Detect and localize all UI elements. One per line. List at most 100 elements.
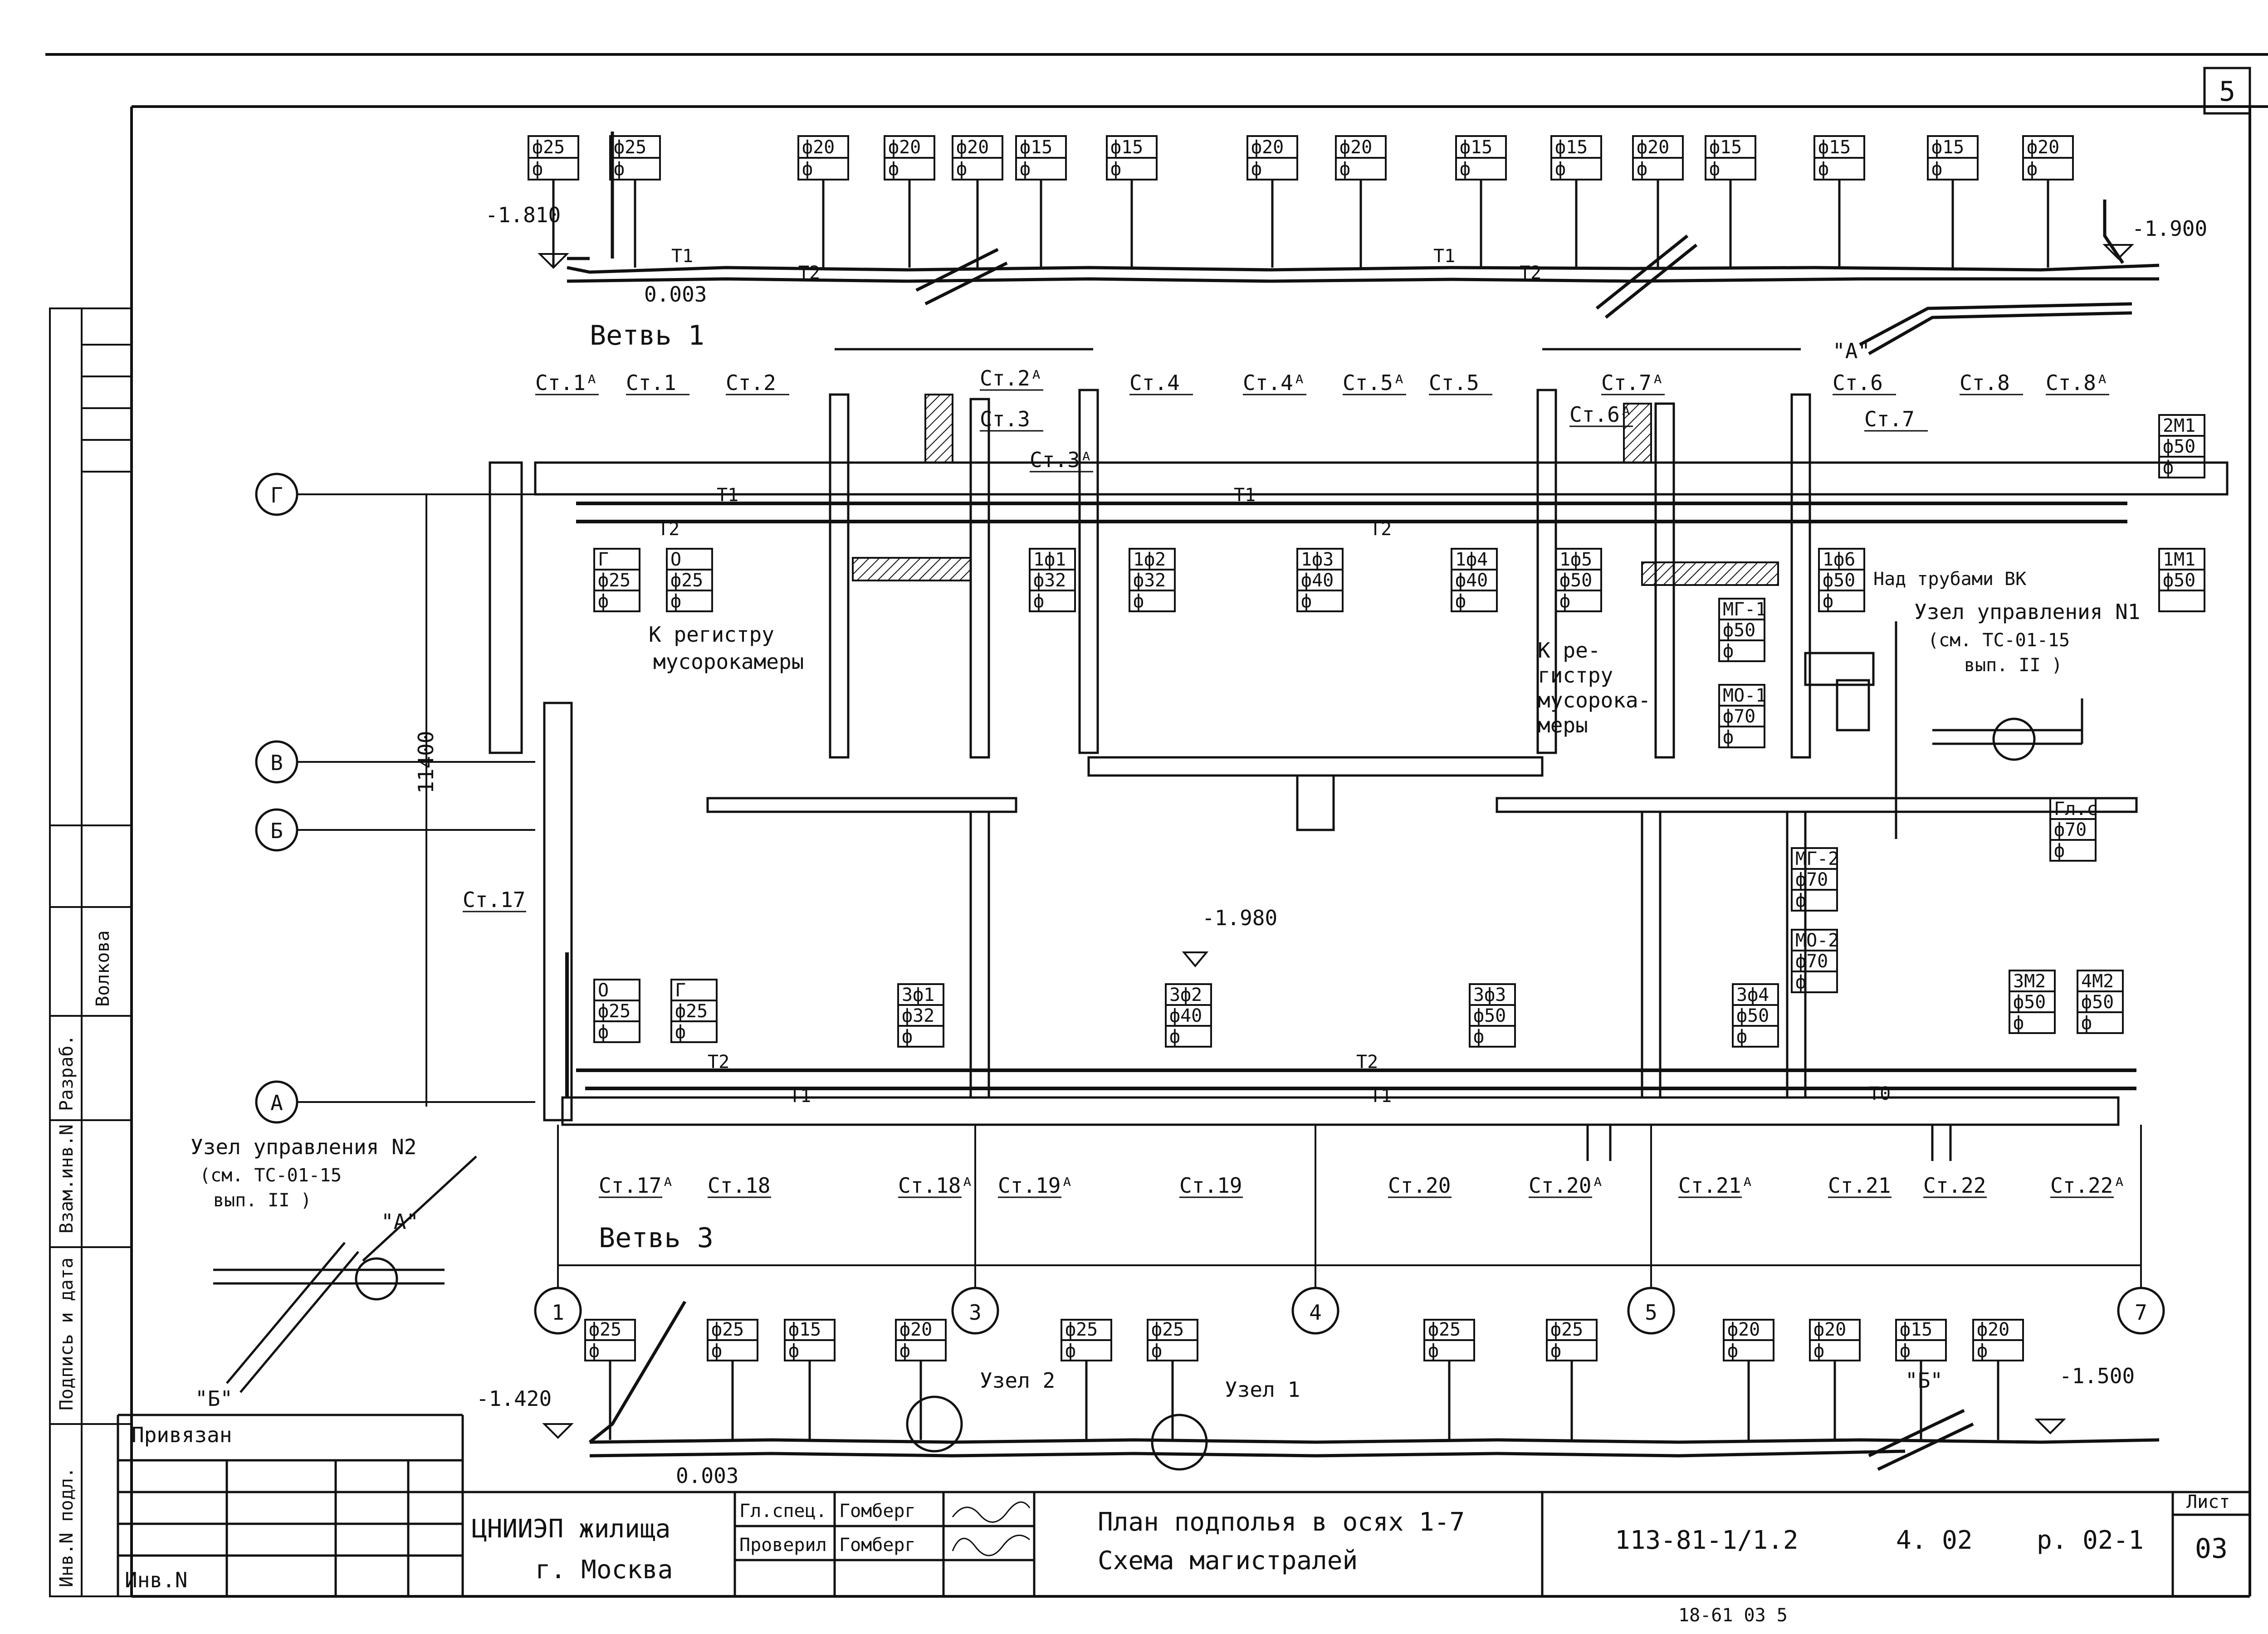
lower-tag-3-top: 3ф1 <box>902 985 934 1005</box>
upper-riser-11: Ст.7ᴬ <box>1601 371 1665 395</box>
right-tag-1-mid: ф50 <box>1723 620 1755 641</box>
top-riser-tag-13-phi: ф <box>1709 159 1720 180</box>
lower-tag-1-bot: ф <box>598 1022 609 1043</box>
upper-tag-9-top: 2М1 <box>2163 415 2195 436</box>
right-tag-2-bot: ф <box>1723 727 1734 748</box>
upper-riser-label-6: Ст.3ᴬ <box>1030 448 1092 472</box>
upper-tag-6-bot: ф <box>1455 591 1466 612</box>
axis-row-3: Б <box>255 808 535 852</box>
node1-ref2: вып. II ) <box>1964 655 2063 676</box>
lower-riser-label-8: Ст.20ᴬ <box>1529 1173 1604 1198</box>
slope-top: 0.003 <box>644 282 707 307</box>
bottom-riser-tag-1-phi: ф <box>589 1341 600 1361</box>
upper-riser-6: Ст.3ᴬ <box>1030 448 1093 473</box>
right-tag-3-top: Гл.с <box>2054 799 2097 819</box>
inv-label: Инв.N <box>125 1568 187 1592</box>
uzel1-label: Узел 1 <box>1225 1377 1300 1402</box>
right-tag-5-bot: ф <box>1795 972 1806 993</box>
lower-t1-label-2: Т1 <box>1370 1086 1392 1107</box>
lower-riser-8: Ст.20ᴬ <box>1529 1173 1604 1198</box>
branch3-label: Ветвь 3 <box>599 1222 714 1254</box>
top-pipe-labels: Т1 Т2 Т1 Т2 <box>671 246 1541 283</box>
lower-tag-6-bot: ф <box>1736 1026 1747 1047</box>
lower-tag-2-mid: ф25 <box>675 1001 708 1022</box>
upper-t1-label-2: Т1 <box>1234 485 1256 506</box>
node2-ref2: вып. II ) <box>213 1190 312 1211</box>
top-riser-tag-4-phi: ф <box>888 159 899 180</box>
right-tag-2-top: МО-1 <box>1723 685 1766 706</box>
bottom-riser-tag-12-phi: ф <box>1977 1341 1988 1361</box>
lower-riser-10: Ст.21 <box>1828 1173 1892 1198</box>
lower-tag-2-top: Г <box>675 980 686 1001</box>
top-riser-tag-4-dia: ф20 <box>888 137 921 158</box>
top-t2-label-2: Т2 <box>1520 263 1541 283</box>
slope-bottom: 0.003 <box>676 1463 738 1488</box>
upper-diameter-tags: Гф25фОф25ф1ф1ф32ф1ф2ф32ф1ф3ф40ф1ф4ф40ф1ф… <box>593 414 2205 612</box>
top-riser-tag-14-phi: ф <box>1818 159 1829 180</box>
lower-tag-6-mid: ф50 <box>1736 1005 1769 1026</box>
top-scheme <box>567 132 2160 356</box>
top-riser-tag-2-phi: ф <box>614 159 625 180</box>
top-riser-tag-15-phi: ф <box>1931 159 1942 180</box>
lower-tag-1-top: О <box>598 980 609 1001</box>
axis-col-label-4: 5 <box>1645 1300 1657 1325</box>
lower-riser-label-12: Ст.22ᴬ <box>2050 1173 2126 1198</box>
lower-diameter-tags: Оф25фГф25ф3ф1ф32ф3ф2ф40ф3ф3ф50ф3ф4ф50ф3М… <box>593 970 2124 1048</box>
upper-tag-1-mid: ф25 <box>598 570 631 591</box>
top-riser-tag-16-dia: ф20 <box>2027 137 2059 158</box>
upper-riser-label-15: Ст.8 <box>1960 371 2010 395</box>
sheet-title-1: План подполья в осях 1-7 <box>1098 1507 1465 1537</box>
right-tag-2-mid: ф70 <box>1723 706 1755 727</box>
top-riser-tag-9-dia: ф20 <box>1339 137 1372 158</box>
axis-col-label-2: 3 <box>969 1300 982 1325</box>
upper-riser-5: Ст.3 <box>980 407 1043 432</box>
lower-riser-label-7: Ст.20 <box>1388 1173 1451 1198</box>
upper-tag-10-mid: ф50 <box>2163 570 2195 591</box>
upper-tag-9-mid: ф50 <box>2163 436 2195 457</box>
city-name: г. Москва <box>535 1555 673 1585</box>
branch1-label: Ветвь 1 <box>590 320 704 351</box>
top-riser-tag-11-dia: ф15 <box>1555 137 1588 158</box>
top-riser-tag-2-dia: ф25 <box>614 137 646 158</box>
t0-label: Т0 <box>1869 1083 1891 1104</box>
upper-riser-label-11: Ст.7ᴬ <box>1601 371 1664 395</box>
upper-riser-8: Ст.4ᴬ <box>1243 371 1306 395</box>
upper-riser-label-5: Ст.3 <box>980 407 1030 431</box>
upper-tag-3-top: 1ф1 <box>1033 549 1066 570</box>
bottom-scheme <box>588 1301 2160 1471</box>
lower-riser-label-3: Ст.18 <box>708 1173 770 1198</box>
node-a-left: "А" <box>381 1210 419 1234</box>
lower-riser-label-5: Ст.19ᴬ <box>998 1173 1073 1198</box>
lower-riser-4: Ст.18ᴬ <box>898 1173 973 1198</box>
register1-line-a: К регистру <box>649 622 774 647</box>
axis-col-label-5: 7 <box>2135 1300 2147 1325</box>
node-b-bottom: "Б" <box>1905 1368 1943 1393</box>
upper-tag-2-top: О <box>670 549 681 570</box>
upper-t2-label-2: Т2 <box>1370 519 1392 540</box>
bottom-riser-tag-5-phi: ф <box>1065 1341 1076 1361</box>
register2-line-a: К ре- <box>1538 638 1600 663</box>
top-riser-tag-3-dia: ф20 <box>802 137 835 158</box>
main-pipe-labels: Т1 Т2 Т1 Т2 Т2 Т1 Т2 Т1 Т0 <box>658 485 1891 1107</box>
upper-tag-4-mid: ф32 <box>1133 570 1166 591</box>
role-chief: Гл.спец. <box>739 1501 827 1522</box>
